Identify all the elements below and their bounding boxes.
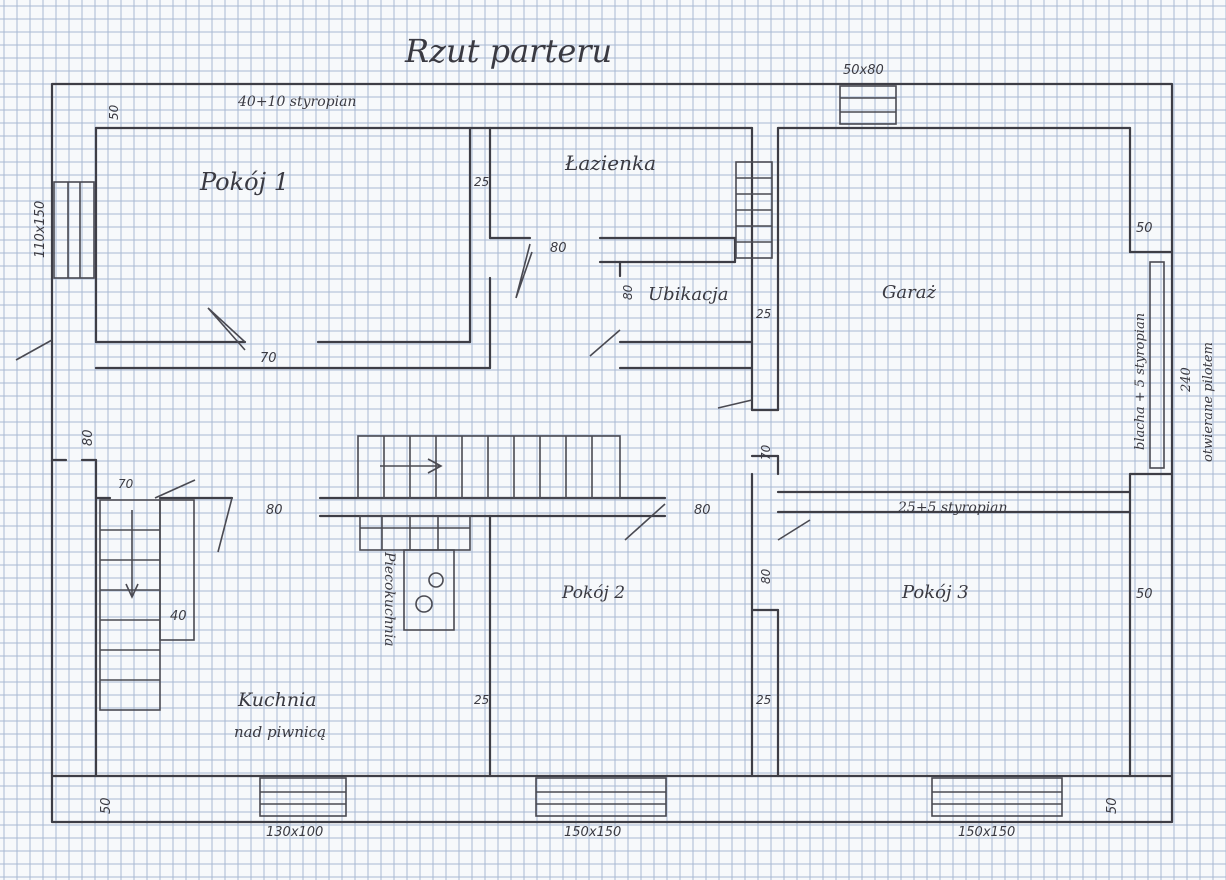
door-swings bbox=[15, 243, 811, 553]
room-label-lazienka: Łazienka bbox=[564, 151, 656, 175]
stove-label: Piecokuchnia bbox=[381, 551, 397, 647]
dim-label: 25 bbox=[474, 693, 489, 707]
dim-label: 40 bbox=[170, 609, 187, 624]
note-outer-insulation: 40+10 styropian bbox=[237, 94, 356, 110]
staircase bbox=[99, 435, 621, 711]
room-label-kuchnia-sub: nad piwnicą bbox=[234, 723, 326, 741]
dim-label: 50 bbox=[107, 104, 121, 120]
dim-label: 80 bbox=[81, 429, 96, 446]
note-garage-wall: blacha + 5 styropian bbox=[1133, 313, 1148, 450]
plan-title: Rzut parteru bbox=[404, 32, 612, 70]
room-label-pokoj-2: Pokój 2 bbox=[561, 583, 625, 603]
dim-label: 80 bbox=[266, 503, 283, 518]
dim-label: 50 bbox=[1136, 587, 1153, 602]
windows bbox=[53, 85, 1063, 817]
window-size-bottom-left: 130x100 bbox=[266, 825, 323, 840]
note-garage-door-type: otwierane pilotem bbox=[1201, 342, 1216, 462]
dim-label: 80 bbox=[621, 284, 635, 300]
room-label-pokoj-3: Pokój 3 bbox=[901, 582, 969, 603]
dim-label: 50 bbox=[1105, 797, 1120, 814]
window-left bbox=[53, 181, 95, 279]
window-size-bottom-right: 150x150 bbox=[958, 825, 1015, 840]
dim-label: 25 bbox=[474, 175, 489, 189]
note-garage-door-size: 240 bbox=[1179, 367, 1194, 393]
room-label-ubikacja: Ubikacja bbox=[648, 284, 728, 305]
note-interior-insulation: 25+5 styropian bbox=[897, 500, 1008, 516]
dim-label: 50 bbox=[99, 797, 114, 814]
window-bottom-left bbox=[259, 777, 347, 817]
room-pokoj-1-walls bbox=[94, 126, 532, 370]
room-label-garaz: Garaż bbox=[882, 282, 936, 303]
dim-label: 80 bbox=[550, 241, 567, 256]
window-size-left: 110x150 bbox=[33, 201, 48, 258]
window-size-top: 50x80 bbox=[843, 63, 884, 78]
window-size-bottom-middle: 150x150 bbox=[564, 825, 621, 840]
dim-label: 70 bbox=[759, 444, 773, 460]
dim-label: 70 bbox=[260, 351, 277, 366]
room-label-pokoj-1: Pokój 1 bbox=[199, 168, 289, 196]
room-lazienka-walls bbox=[598, 126, 780, 412]
dim-label: 70 bbox=[118, 477, 134, 491]
dim-label: 25 bbox=[756, 693, 771, 707]
outer-walls bbox=[50, 82, 1174, 824]
garage-door-opening bbox=[1149, 261, 1165, 469]
window-bottom-middle bbox=[535, 777, 667, 817]
window-bottom-right bbox=[931, 777, 1063, 817]
dim-label: 50 bbox=[1136, 221, 1153, 236]
room-label-kuchnia: Kuchnia bbox=[237, 689, 317, 711]
dim-label: 80 bbox=[759, 568, 773, 584]
stove bbox=[359, 515, 471, 631]
dim-label: 80 bbox=[694, 503, 711, 518]
window-top bbox=[839, 85, 897, 125]
room-garaz-walls bbox=[750, 261, 1165, 514]
lower-room-walls bbox=[50, 458, 780, 778]
dim-label: 25 bbox=[756, 307, 771, 321]
